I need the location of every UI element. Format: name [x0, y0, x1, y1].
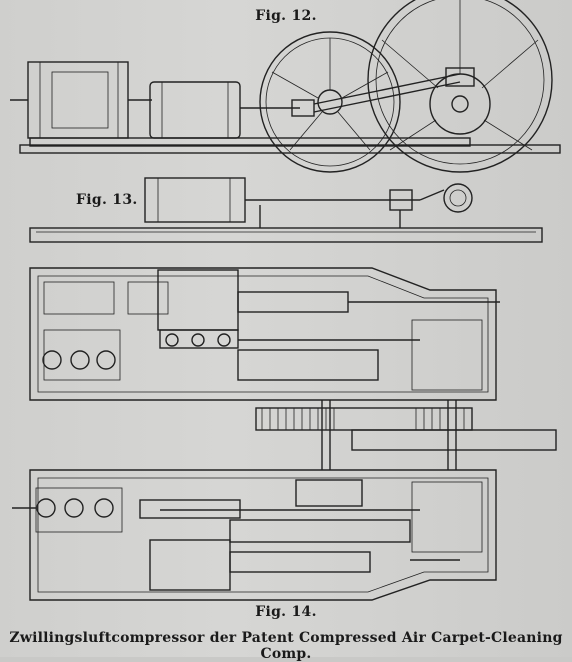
- fig12-label: Fig. 12.: [255, 8, 317, 24]
- fig12-drawing: [10, 0, 561, 173]
- fig14-drawing: [12, 267, 557, 601]
- fig13-drawing: [29, 177, 543, 243]
- fig14-label: Fig. 14.: [255, 604, 317, 620]
- fig13-label: Fig. 13.: [76, 192, 138, 208]
- figure-caption: Zwillingsluftcompressor der Patent Compr…: [9, 630, 563, 662]
